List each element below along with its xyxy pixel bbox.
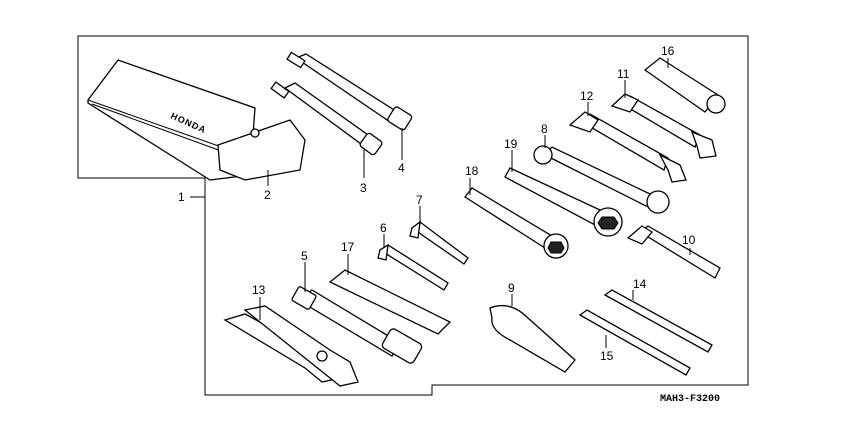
open-wrench-11	[610, 93, 717, 159]
callout-13: 13	[252, 283, 266, 297]
callout-15: 15	[600, 349, 614, 363]
combination-wrench-8	[533, 145, 670, 214]
tool-pouch: HONDA	[87, 59, 306, 181]
flat-bar	[328, 269, 452, 335]
callout-6: 6	[380, 221, 387, 235]
small-wrench-10	[626, 225, 721, 279]
diagram-code: MAH3-F3200	[660, 394, 720, 405]
hex-keys	[377, 220, 469, 291]
callout-11: 11	[617, 67, 630, 81]
socket-bars	[270, 51, 413, 156]
pin-spanner	[489, 304, 576, 373]
callout-3: 3	[360, 181, 367, 195]
callout-1: 1	[178, 190, 185, 204]
screwdriver-blades	[578, 289, 713, 376]
callout-18: 18	[465, 164, 479, 178]
callout-12: 12	[580, 89, 594, 103]
callout-2: 2	[264, 188, 271, 202]
hex-spanners	[464, 167, 623, 259]
leader-lines	[190, 58, 691, 348]
callout-5: 5	[301, 249, 308, 263]
callout-7: 7	[416, 193, 423, 207]
assembly-boundary	[77, 35, 749, 396]
callout-9: 9	[508, 281, 515, 295]
box-spanner	[291, 286, 423, 364]
screwdriver-handle	[643, 57, 726, 114]
callout-19: 19	[504, 137, 518, 151]
pliers	[223, 305, 359, 387]
open-wrench-12	[568, 111, 687, 183]
callout-10: 10	[682, 233, 696, 247]
callout-17: 17	[341, 240, 355, 254]
callout-4: 4	[398, 161, 405, 175]
callout-8: 8	[541, 122, 548, 136]
callout-14: 14	[633, 277, 647, 291]
callout-16: 16	[661, 44, 675, 58]
